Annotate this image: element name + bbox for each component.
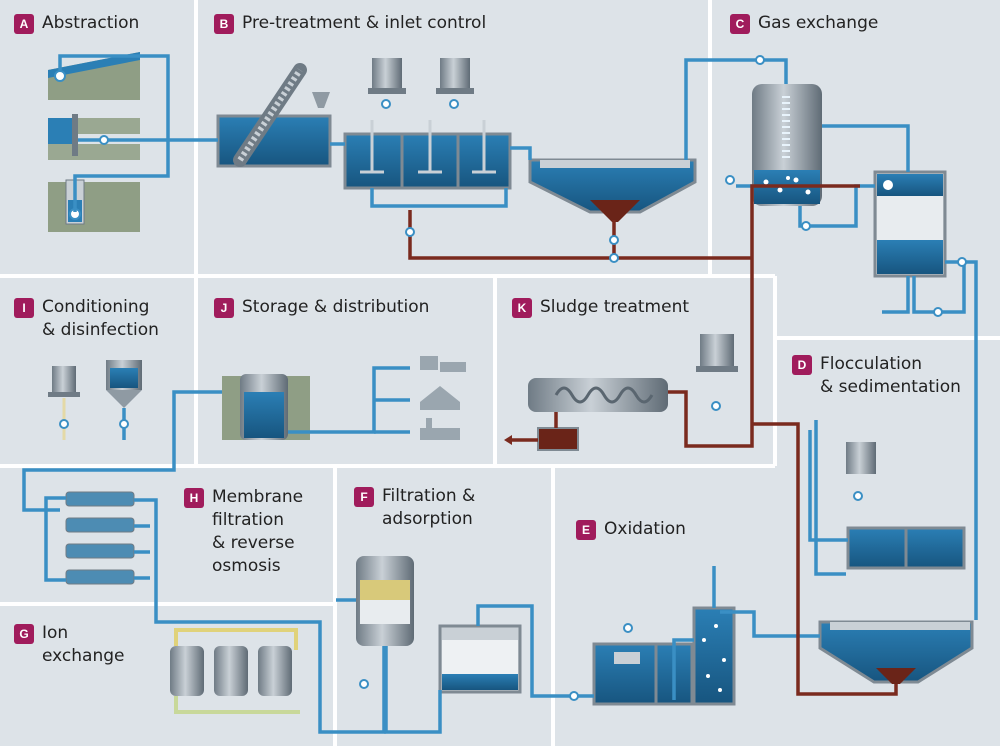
section-badge: J [214,298,234,318]
section-title-line: Membrane [212,487,304,507]
ion-exchange-columns [170,628,300,714]
section-label-membrane: H Membrane filtration & reverse osmosis [184,486,303,578]
section-title-line: filtration [212,510,285,530]
section-label-oxidation: E Oxidation [576,518,686,541]
section-label-conditioning: I Conditioning & disinfection [14,296,159,342]
section-title-line: Conditioning [42,297,150,317]
section-title: Pre-treatment & inlet control [242,13,487,33]
section-badge: K [512,298,532,318]
section-label-gas-exchange: C Gas exchange [730,12,878,35]
sludge-decanter-centrifuge [528,334,738,451]
section-label-flocculation: D Flocculation & sedimentation [792,353,961,399]
membrane-modules [65,491,135,585]
section-title: Oxidation [604,519,686,539]
section-badge: D [792,355,812,375]
valve-markers [59,55,967,701]
section-label-sludge: K Sludge treatment [512,296,689,319]
section-badge: C [730,14,750,34]
section-badge: E [576,520,596,540]
flocculation-sedimentation-tanks [818,170,974,684]
section-title-line: & disinfection [42,320,159,340]
section-label-pretreatment: B Pre-treatment & inlet control [214,12,486,35]
section-title: Sludge treatment [540,297,690,317]
section-badge: B [214,14,234,34]
section-label-filtration: F Filtration & adsorption [354,485,475,531]
section-title-line: & sedimentation [820,377,961,397]
section-title-line: exchange [42,646,125,666]
pretreatment-screen-and-tanks [216,58,697,222]
conditioning-dosing-units [48,360,142,408]
section-badge: F [354,487,374,507]
oxidation-tanks [592,606,736,706]
storage-reservoir [222,356,466,440]
section-title-line: & reverse [212,533,295,553]
section-title-line: osmosis [212,556,281,576]
section-title: Storage & distribution [242,297,430,317]
section-badge: A [14,14,34,34]
section-title-line: Ion [42,623,69,643]
section-title-line: adsorption [382,509,473,529]
section-badge: H [184,488,204,508]
section-label-abstraction: A Abstraction [14,12,139,35]
section-label-storage: J Storage & distribution [214,296,429,319]
section-title-line: Flocculation [820,354,923,374]
abstraction-sources [48,52,140,232]
section-label-ion-exchange: G Ion exchange [14,622,125,668]
section-title: Gas exchange [758,13,879,33]
section-title-line: Filtration & [382,486,476,506]
filtration-adsorption-units [356,556,522,694]
section-title: Abstraction [42,13,140,33]
section-badge: I [14,298,34,318]
sludge-pipes [408,184,898,696]
section-badge: G [14,624,34,644]
